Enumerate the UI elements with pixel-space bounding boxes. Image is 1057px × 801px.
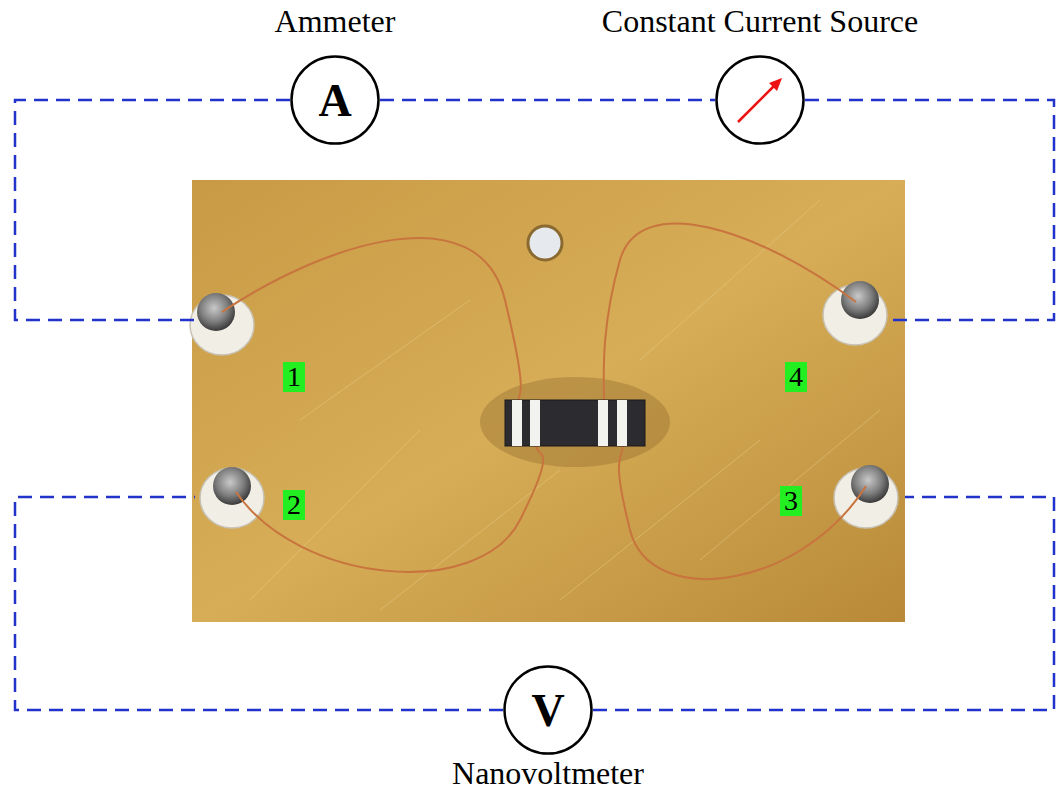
dashed-wire	[593, 497, 1054, 710]
meter-symbol: A	[290, 55, 380, 145]
sample	[505, 400, 645, 446]
instrument-label: Constant Current Source	[602, 3, 918, 39]
nanovoltmeter-node: VNanovoltmeter	[503, 665, 593, 755]
ammeter-node: AmmeterA	[290, 55, 380, 145]
terminal-number: 3	[780, 486, 802, 516]
dashed-wire	[15, 497, 503, 710]
terminal-node: 2	[195, 465, 310, 525]
terminal-number: 1	[283, 362, 305, 392]
gold-plate	[192, 180, 905, 622]
scratches	[250, 200, 880, 610]
terminal-node: 3	[778, 462, 905, 522]
instrument-outline	[717, 57, 804, 144]
terminal-node: 1	[195, 288, 310, 395]
source-arrowhead	[769, 78, 782, 91]
dashed-wire	[380, 99, 715, 102]
terminal-posts	[190, 281, 898, 528]
mounting-hole	[528, 226, 562, 260]
current-source-node: Constant Current Source	[715, 55, 805, 145]
meter-symbol: V	[503, 665, 593, 755]
instrument-label: Nanovoltmeter	[452, 755, 644, 791]
dashed-wire	[15, 100, 290, 320]
terminal-number: 4	[785, 362, 807, 392]
source-arrow	[738, 86, 774, 122]
instrument-label: Ammeter	[275, 3, 396, 39]
dashed-wire	[805, 100, 1054, 320]
glue-area	[480, 377, 670, 467]
terminal-number: 2	[283, 490, 305, 520]
copper-wires	[222, 224, 866, 580]
terminal-node: 4	[785, 280, 885, 392]
instrument-circle	[715, 55, 805, 145]
